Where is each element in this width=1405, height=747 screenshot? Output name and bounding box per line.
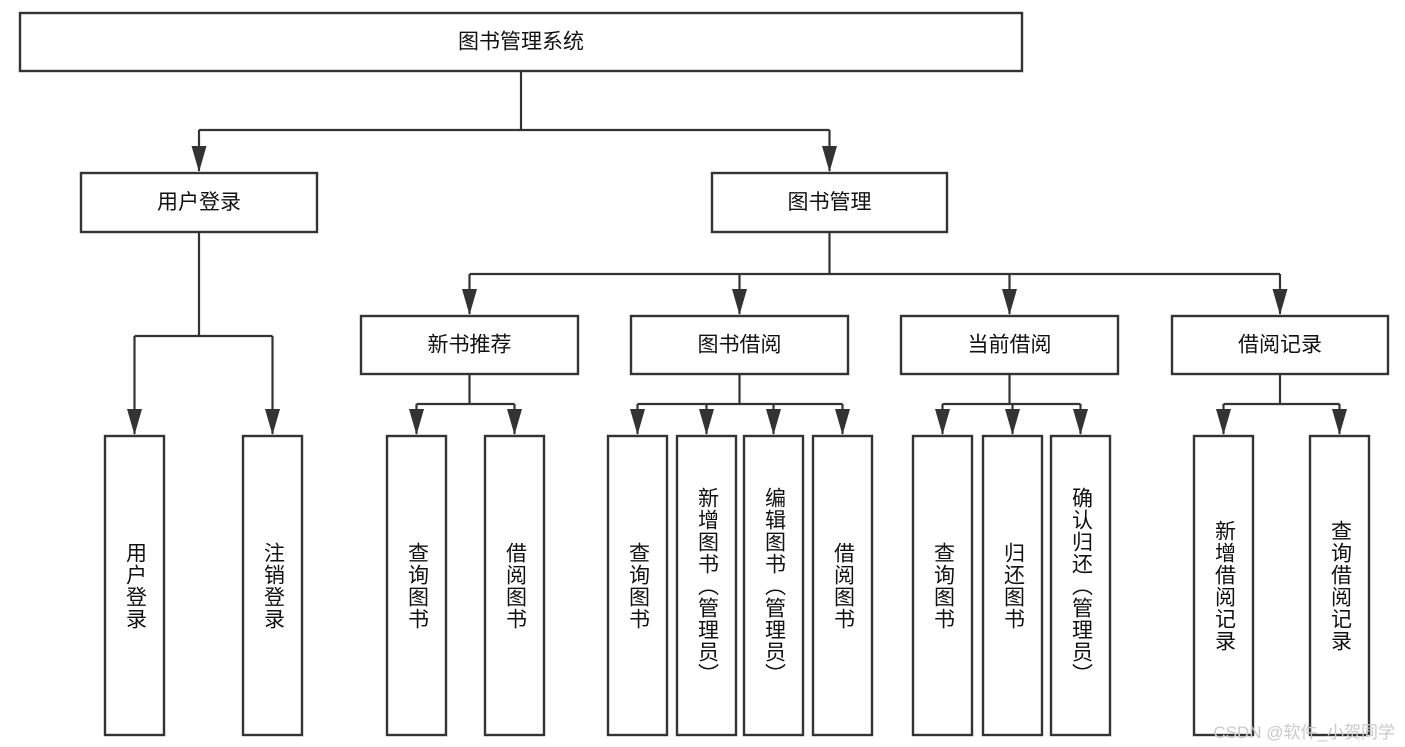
node-box-leaf-add-borrow-record[interactable] [1192, 434, 1255, 737]
node-box-leaf-borrow-book[interactable] [811, 434, 874, 737]
connector-arrowhead [191, 146, 207, 172]
connector-arrowhead [1073, 409, 1088, 435]
node-label-borrow-records: 借阅记录 [1238, 334, 1322, 357]
node-box-leaf-edit-book[interactable] [742, 434, 805, 737]
node-box-new-book-recommend[interactable] [359, 314, 580, 376]
csdn-watermark: CSDN @软件_小贺同学 [1213, 723, 1395, 742]
node-box-leaf-query-book-borrow[interactable] [606, 434, 669, 737]
node-label-new-book-recommend: 新书推荐 [428, 334, 512, 357]
node-label-user-login: 用户登录 [157, 191, 241, 214]
connector-arrowhead [1005, 409, 1020, 435]
connector-arrowhead [1002, 289, 1017, 315]
connector-arrowhead [265, 409, 280, 435]
connectors-layer [127, 71, 1347, 435]
node-label-book-management: 图书管理 [788, 191, 872, 214]
connector-arrowhead [835, 409, 850, 435]
node-box-root[interactable] [18, 11, 1024, 73]
node-box-leaf-return-book[interactable] [981, 434, 1044, 737]
connector-arrowhead [935, 409, 950, 435]
connector-arrowhead [127, 409, 142, 435]
connector-arrowhead [822, 146, 837, 172]
node-box-leaf-user-logout[interactable] [241, 434, 304, 737]
node-box-current-borrow[interactable] [899, 314, 1120, 376]
node-box-borrow-records[interactable] [1170, 314, 1390, 376]
connector-arrowhead [1272, 289, 1288, 315]
connector-arrowhead [732, 289, 747, 315]
node-box-book-management[interactable] [710, 171, 949, 234]
node-box-leaf-query-book-recommend[interactable] [385, 434, 448, 737]
node-label-root: 图书管理系统 [458, 31, 584, 54]
node-box-leaf-query-borrow-record[interactable] [1308, 434, 1371, 737]
connector-arrowhead [1216, 409, 1231, 435]
node-box-leaf-user-login[interactable] [103, 434, 166, 737]
node-box-leaf-add-book[interactable] [675, 434, 738, 737]
boxes-layer [18, 11, 1390, 737]
connector-arrowhead [630, 409, 645, 435]
connector-arrowhead [409, 409, 424, 435]
node-box-leaf-confirm-return[interactable] [1049, 434, 1112, 737]
connector-arrowhead [1332, 409, 1347, 435]
node-box-book-borrow[interactable] [629, 314, 850, 376]
connector-arrowhead [462, 289, 477, 315]
connector-arrowhead [699, 409, 714, 435]
node-box-user-login[interactable] [79, 171, 319, 234]
node-box-leaf-query-book-current[interactable] [911, 434, 974, 737]
connector-arrowhead [766, 409, 781, 435]
node-box-leaf-borrow-book-recommend[interactable] [483, 434, 546, 737]
node-label-book-borrow: 图书借阅 [698, 334, 782, 357]
node-label-current-borrow: 当前借阅 [968, 334, 1052, 357]
connector-arrowhead [507, 409, 522, 435]
